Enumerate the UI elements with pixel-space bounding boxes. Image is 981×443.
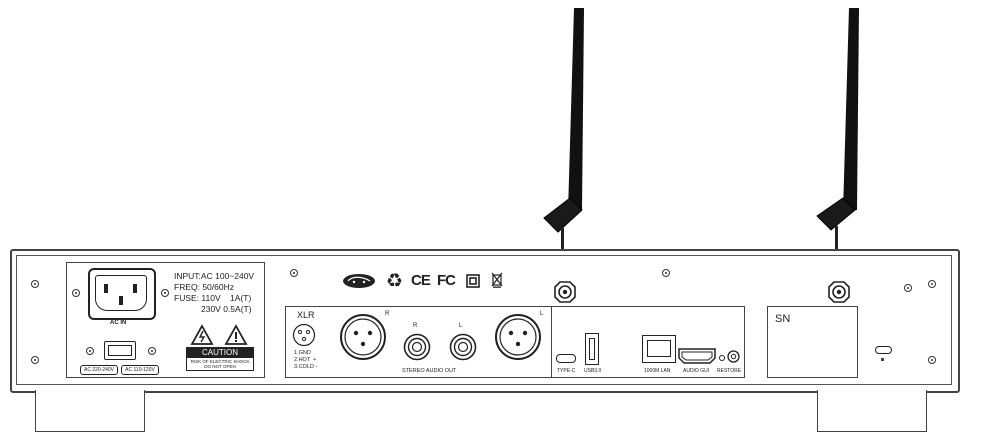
caution-title: CAUTION — [187, 348, 253, 358]
screw — [31, 356, 39, 364]
small-port-mark — [881, 358, 884, 361]
caution-text-line1: RISK OF ELECTRIC SHOCK — [190, 359, 250, 364]
foot-left — [35, 390, 145, 432]
xlr-right-output-jack[interactable] — [339, 313, 387, 361]
restore-button[interactable] — [727, 350, 740, 363]
voltage-label-left: AC 220-240V — [80, 365, 118, 375]
xlr-pin3-label: 3.COLD - — [294, 364, 318, 370]
usb3-label: USB3.0 — [584, 368, 602, 374]
audio-gui-label: AUDIO GUI — [683, 368, 710, 374]
xlr-pinout-diagram-icon — [292, 323, 316, 347]
antenna-connector-right[interactable] — [828, 281, 850, 303]
caution-label: CAUTION RISK OF ELECTRIC SHOCK DO NOT OP… — [186, 347, 254, 371]
rohs-icon — [343, 274, 375, 288]
rca-right-output-jack[interactable] — [403, 333, 431, 361]
usb-3-port[interactable] — [585, 333, 599, 365]
xlr-pin1-label: 1.GND — [294, 350, 311, 356]
restore-label: RESTORE — [717, 368, 742, 374]
screw — [86, 347, 94, 355]
foot-right — [817, 390, 927, 432]
fcc-mark-icon: FC — [437, 272, 456, 289]
screw — [161, 289, 169, 297]
power-switch[interactable] — [104, 341, 136, 360]
rca-left-label: L — [459, 323, 463, 329]
stereo-audio-out-label: STEREO AUDIO OUT — [402, 368, 457, 374]
type-c-label: TYPE-C — [557, 368, 576, 374]
voltage-label-right: AC 110-120V — [121, 365, 159, 375]
screw — [928, 280, 936, 288]
weee-bin-icon — [491, 272, 503, 288]
usb-type-c-port[interactable] — [556, 354, 576, 363]
xlr-left-label: L — [540, 311, 544, 317]
caution-warning-icon — [224, 324, 248, 345]
sn-label: SN — [775, 313, 791, 325]
serial-number-plate — [767, 306, 858, 378]
ethernet-lan-port[interactable] — [642, 335, 676, 363]
ac-power-inlet[interactable] — [88, 268, 156, 320]
antenna-left — [543, 8, 584, 280]
screw — [290, 269, 298, 277]
screw — [148, 347, 156, 355]
electric-shock-warning-icon — [190, 324, 214, 345]
fuse-spec: FUSE: 110V 1A(T) — [174, 293, 252, 303]
screw — [31, 280, 39, 288]
screw — [904, 284, 912, 292]
freq-spec: FREQ: 50/60Hz — [174, 282, 234, 292]
xlr-left-output-jack[interactable] — [494, 313, 542, 361]
xlr-right-label: R — [385, 311, 390, 317]
lan-label: 1000M LAN — [644, 368, 671, 374]
xlr-pin2-label: 2.HOT + — [294, 357, 317, 363]
indicator-led — [719, 355, 725, 361]
xlr-title: XLR — [297, 310, 315, 320]
antenna-connector-left[interactable] — [554, 281, 576, 303]
small-side-port[interactable] — [875, 346, 892, 354]
caution-text-line2: DO NOT OPEN — [204, 364, 236, 369]
screw — [72, 289, 80, 297]
screw — [928, 356, 936, 364]
ac-in-label: AC IN — [110, 320, 127, 326]
screw — [662, 269, 670, 277]
ce-mark-icon: CE — [411, 272, 431, 289]
double-insulation-icon — [466, 274, 480, 288]
rca-left-output-jack[interactable] — [449, 333, 477, 361]
fuse-spec-230: 230V 0.5A(T) — [201, 304, 252, 314]
hdmi-audio-gui-port[interactable] — [678, 348, 716, 364]
antenna-right — [816, 8, 859, 280]
input-spec: INPUT:AC 100~240V — [174, 271, 255, 281]
recycle-icon: ♻ — [386, 270, 404, 292]
rca-right-label: R — [413, 323, 418, 329]
